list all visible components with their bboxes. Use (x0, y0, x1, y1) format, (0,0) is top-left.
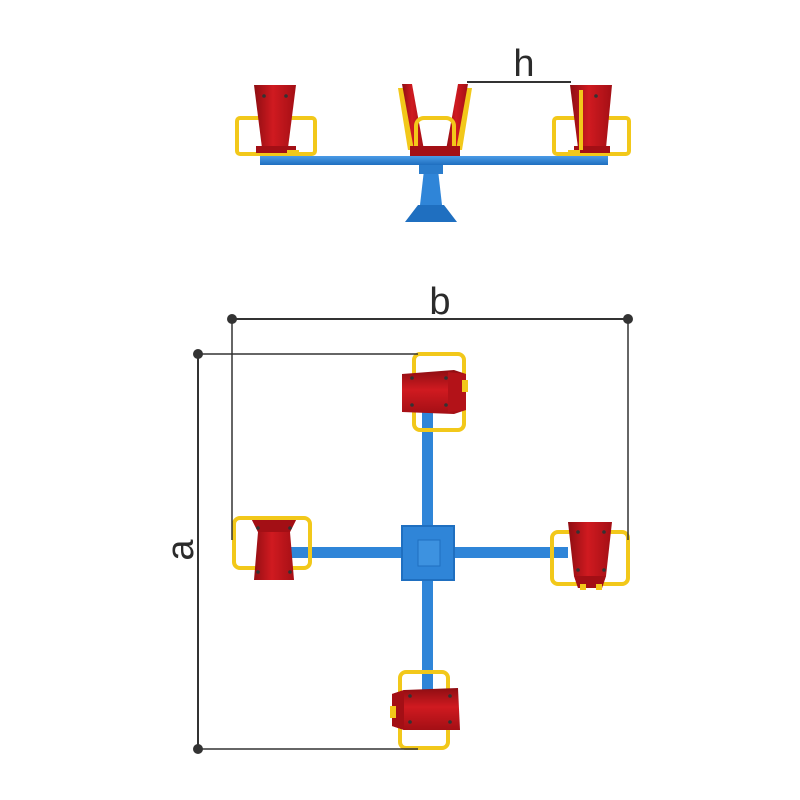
top-seat-top (402, 352, 468, 432)
b-label: b (429, 281, 450, 323)
top-seat-right (550, 522, 630, 590)
top-seat-bottom (390, 670, 460, 750)
h-label: h (513, 43, 534, 85)
side-view: h (235, 43, 631, 222)
top-view: b a (160, 281, 633, 754)
b-dimension: b (227, 281, 633, 540)
side-seat-right (552, 85, 631, 156)
a-label: a (160, 539, 202, 561)
top-seat-left (232, 516, 312, 580)
a-dimension: a (160, 349, 418, 754)
side-base (405, 205, 457, 222)
side-seat-middle (398, 84, 472, 156)
side-seat-left (235, 85, 317, 156)
side-beam (260, 156, 608, 165)
